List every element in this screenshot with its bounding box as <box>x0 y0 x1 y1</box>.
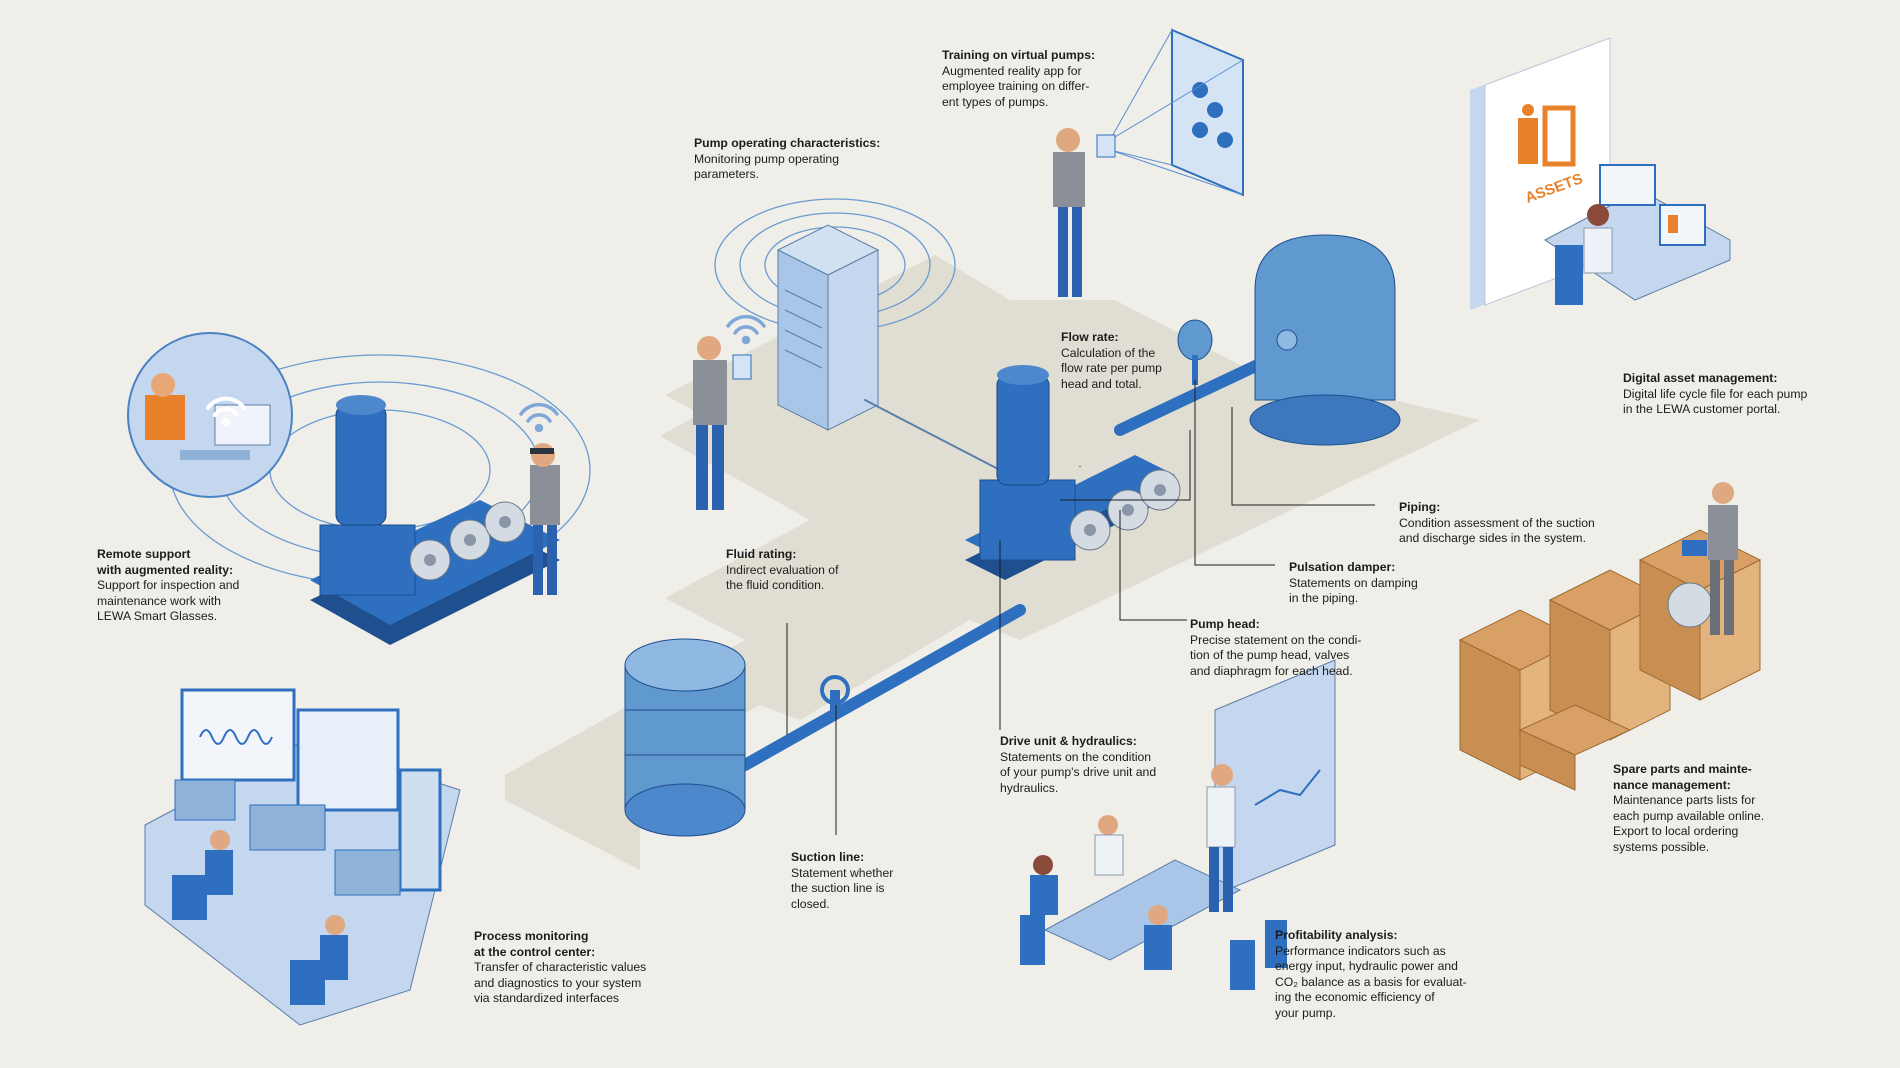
label-suction-title: Suction line: <box>791 850 865 864</box>
asset-desk <box>1544 164 1731 305</box>
presenter <box>1206 764 1236 912</box>
central-pump-unit <box>965 365 1181 580</box>
label-piping-body: Condition assessment of the suction and … <box>1399 515 1595 546</box>
label-flow-body: Calculation of the flow rate per pump he… <box>1061 345 1162 391</box>
warehouse-worker <box>1682 482 1738 635</box>
label-spare: Spare parts and mainte- nance management… <box>1613 762 1803 856</box>
label-profit-title: Profitability analysis: <box>1275 928 1398 942</box>
label-flow: Flow rate: Calculation of the flow rate … <box>1061 330 1201 392</box>
technician-smart-glasses <box>530 443 560 595</box>
label-training-body: Augmented reality app for employee train… <box>942 63 1090 109</box>
spare-parts-boxes <box>1458 529 1762 791</box>
label-operating-body: Monitoring pump operating parameters. <box>694 151 839 182</box>
leader-lines <box>786 380 1375 835</box>
label-control-body: Transfer of characteristic values and di… <box>474 960 647 1006</box>
label-fluid-title: Fluid rating: <box>726 547 797 561</box>
label-control: Process monitoring at the control center… <box>474 929 674 1007</box>
label-damper: Pulsation damper: Statements on damping … <box>1289 560 1459 607</box>
label-spare-body: Maintenance parts lists for each pump av… <box>1613 793 1765 854</box>
suction-tank <box>624 638 746 837</box>
meeting-attendee <box>1030 855 1058 915</box>
remote-pump-unit <box>310 395 560 645</box>
label-fluid: Fluid rating: Indirect evaluation of the… <box>726 547 886 594</box>
meeting-room <box>1020 659 1336 990</box>
label-drive-body: Statements on the condition of your pump… <box>1000 749 1157 795</box>
label-head-body: Precise statement on the condi- tion of … <box>1190 632 1362 678</box>
operator <box>320 915 348 980</box>
label-remote-body: Support for inspection and maintenance w… <box>97 578 240 624</box>
label-spare-title: Spare parts and mainte- nance management… <box>1613 762 1752 792</box>
discharge-tank <box>1249 234 1401 446</box>
label-operating-title: Pump operating characteristics: <box>694 136 881 150</box>
label-drive-title: Drive unit & hydraulics: <box>1000 734 1137 748</box>
wifi-icon <box>519 314 766 433</box>
wifi-icon <box>206 396 246 427</box>
label-suction: Suction line: Statement whether the suct… <box>791 850 941 912</box>
label-training-title: Training on virtual pumps: <box>942 48 1096 62</box>
label-drive: Drive unit & hydraulics: Statements on t… <box>1000 734 1190 796</box>
remote-expert-bubble <box>127 332 293 498</box>
label-asset-title: Digital asset management: <box>1623 371 1778 385</box>
label-damper-title: Pulsation damper: <box>1289 560 1396 574</box>
tablet-operator <box>693 336 752 510</box>
control-center <box>144 688 461 1026</box>
label-head: Pump head: Precise statement on the cond… <box>1190 617 1390 679</box>
office-chair <box>172 875 325 1005</box>
label-flow-title: Flow rate: <box>1061 330 1119 344</box>
trainee-with-tablet <box>1053 128 1116 297</box>
office-chair <box>1020 915 1287 990</box>
label-piping: Piping: Condition assessment of the suct… <box>1399 500 1629 547</box>
label-damper-body: Statements on damping in the piping. <box>1289 575 1418 606</box>
label-piping-title: Piping: <box>1399 500 1441 514</box>
label-operating: Pump operating characteristics: Monitori… <box>694 136 894 183</box>
meeting-attendee <box>1094 815 1124 876</box>
label-remote-title: Remote support with augmented reality: <box>97 547 234 577</box>
label-head-title: Pump head: <box>1190 617 1260 631</box>
label-profit-body: Performance indicators such as energy in… <box>1275 943 1467 1020</box>
label-asset-body: Digital life cycle file for each pump in… <box>1623 386 1808 417</box>
label-control-title: Process monitoring at the control center… <box>474 929 596 959</box>
label-suction-body: Statement whether the suction line is cl… <box>791 865 894 911</box>
label-fluid-body: Indirect evaluation of the fluid conditi… <box>726 562 839 593</box>
suction-valve <box>820 675 850 710</box>
office-chair <box>1555 245 1583 305</box>
expert-figure <box>145 395 185 440</box>
operator <box>205 830 233 895</box>
virtual-training-frame <box>1109 28 1244 197</box>
label-training: Training on virtual pumps: Augmented rea… <box>942 48 1132 110</box>
label-asset: Digital asset management: Digital life c… <box>1623 371 1843 418</box>
floor-path <box>505 300 1480 870</box>
meeting-attendee <box>1144 905 1172 970</box>
server-cabinet <box>776 224 880 431</box>
label-remote: Remote support with augmented reality: S… <box>97 547 277 625</box>
asset-logo-block <box>1518 118 1538 164</box>
label-profit: Profitability analysis: Performance indi… <box>1275 928 1475 1022</box>
pulsation-damper <box>1177 319 1213 385</box>
